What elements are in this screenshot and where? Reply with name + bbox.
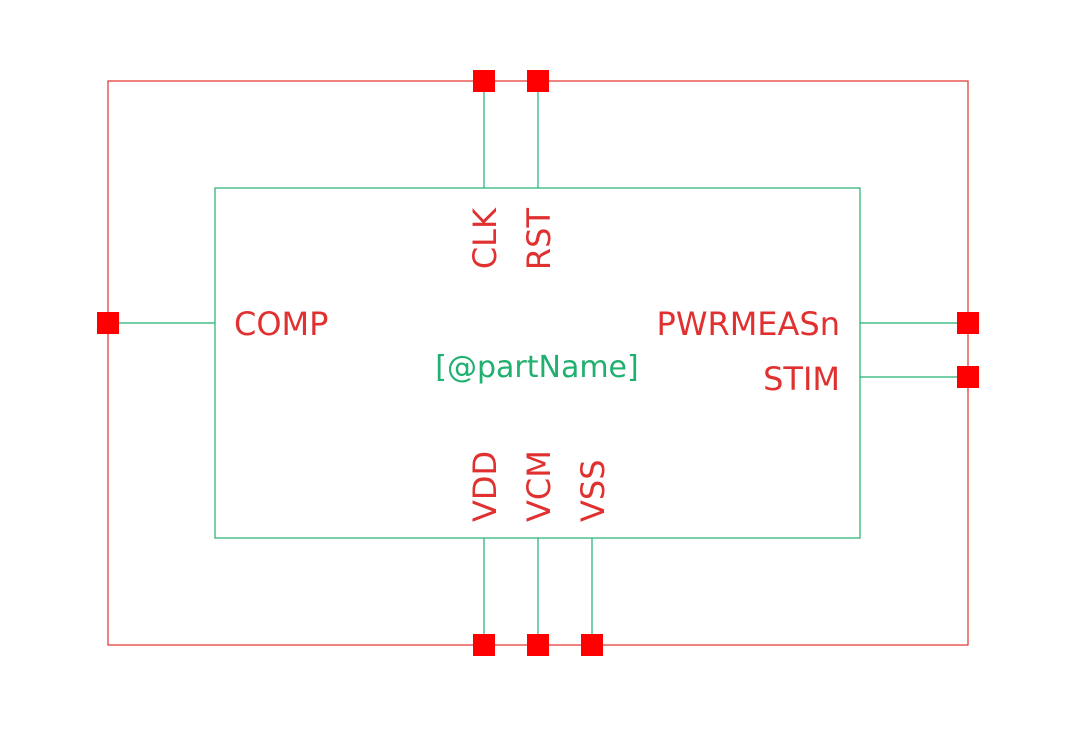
part-name-label: [@partName] bbox=[435, 350, 638, 385]
pin-label-clk: CLK bbox=[466, 207, 504, 269]
pin-label-vdd: VDD bbox=[466, 451, 504, 522]
pin-square-rst[interactable] bbox=[527, 70, 549, 92]
pin-square-vss[interactable] bbox=[581, 634, 603, 656]
pin-label-stim: STIM bbox=[763, 360, 840, 398]
pin-square-vcm[interactable] bbox=[527, 634, 549, 656]
pin-label-pwrmeasn: PWRMEASn bbox=[657, 305, 840, 343]
pin-label-rst: RST bbox=[520, 208, 558, 271]
pin-square-vdd[interactable] bbox=[473, 634, 495, 656]
pin-label-vss: VSS bbox=[574, 459, 612, 522]
pin-square-pwrmeasn[interactable] bbox=[957, 312, 979, 334]
pin-label-comp: COMP bbox=[234, 305, 328, 343]
pin-square-stim[interactable] bbox=[957, 366, 979, 388]
pin-square-clk[interactable] bbox=[473, 70, 495, 92]
pin-square-comp[interactable] bbox=[97, 312, 119, 334]
pin-label-vcm: VCM bbox=[520, 450, 558, 522]
